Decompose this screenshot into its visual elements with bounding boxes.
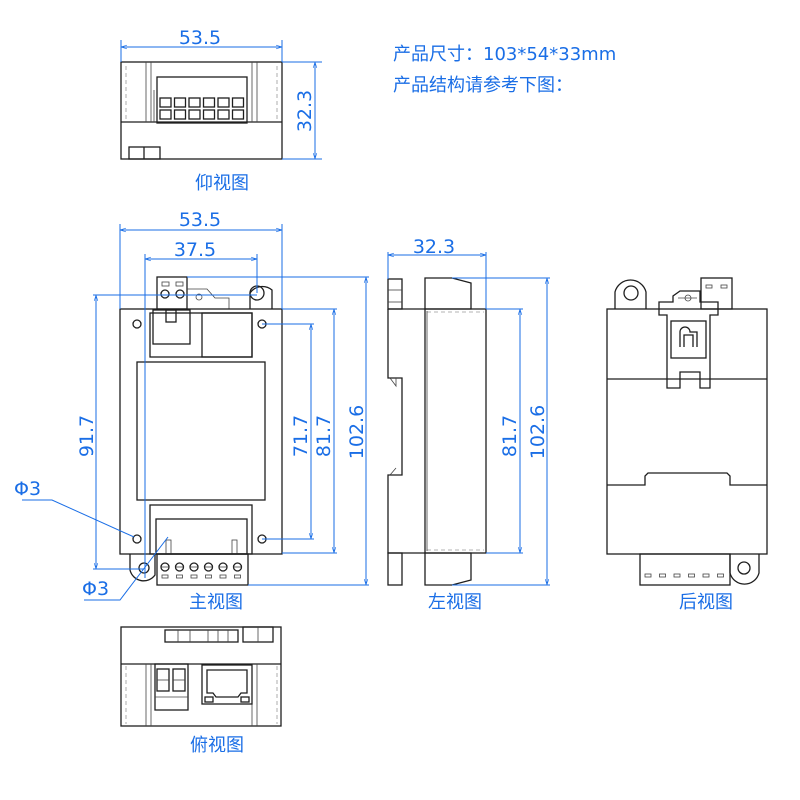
terminal-cell: [231, 109, 245, 120]
terminal-slot: [205, 574, 212, 579]
terminal-slot: [190, 574, 198, 579]
terminal-slot: [176, 574, 183, 579]
label-front-view: 主视图: [189, 592, 243, 613]
terminal-slot: [673, 573, 681, 578]
dim-bottom-height: 32.3: [294, 90, 316, 132]
label-left-view: 左视图: [428, 592, 482, 613]
left-view: [387, 277, 487, 586]
dim-inner-hole: 71.7: [290, 415, 312, 457]
top-view: [120, 626, 282, 727]
terminal-cell: [188, 109, 201, 120]
dim-hole-span: 91.7: [76, 415, 98, 457]
label-bottom-view: 仰视图: [195, 173, 249, 194]
dim-hole-diameter-2: Φ3: [82, 578, 109, 600]
dim-bottom-width: 53.5: [179, 27, 221, 49]
dim-side-body: 81.7: [499, 415, 521, 457]
terminal-slot: [688, 573, 695, 578]
dim-hole-diameter-1: Φ3: [14, 478, 41, 500]
front-view-dimensions: 53.5 37.5 91.7 71.7 81.7 102.6 Φ3 Φ3: [14, 209, 369, 601]
dim-front-width: 53.5: [179, 209, 221, 231]
front-view: [119, 276, 283, 586]
bottom-view-dimensions: 53.5 32.3: [120, 27, 322, 160]
dim-side-depth: 32.3: [413, 236, 455, 258]
bottom-view: [120, 61, 283, 160]
terminal-cell: [159, 109, 172, 120]
terminal-slot: [717, 573, 724, 578]
product-size-text: 产品尺寸：103*54*33mm: [393, 44, 616, 65]
terminal-cell: [231, 97, 245, 108]
terminal-slot: [644, 573, 652, 578]
terminal-slot: [702, 573, 710, 578]
left-view-dimensions: 32.3 81.7 102.6: [387, 236, 550, 586]
terminal-cell: [217, 97, 230, 108]
dim-front-body: 81.7: [313, 415, 335, 457]
back-view: [606, 277, 768, 586]
terminal-cell: [159, 97, 172, 108]
label-top-view: 俯视图: [190, 735, 244, 756]
terminal-slot: [219, 574, 227, 579]
terminal-cell: [202, 109, 216, 120]
terminal-cell: [173, 109, 187, 120]
product-structure-text: 产品结构请参考下图：: [393, 75, 573, 96]
label-back-view: 后视图: [679, 592, 733, 613]
terminal-cell: [202, 97, 216, 108]
terminal-cell: [217, 109, 230, 120]
terminal-slot: [161, 574, 169, 579]
terminal-cell: [173, 97, 187, 108]
terminal-slot: [234, 574, 241, 579]
dim-front-inner-width: 37.5: [174, 239, 216, 261]
terminal-slot: [659, 573, 666, 578]
terminal-cell: [188, 97, 201, 108]
dim-side-total: 102.6: [527, 405, 549, 459]
dim-front-total: 102.6: [346, 405, 368, 459]
